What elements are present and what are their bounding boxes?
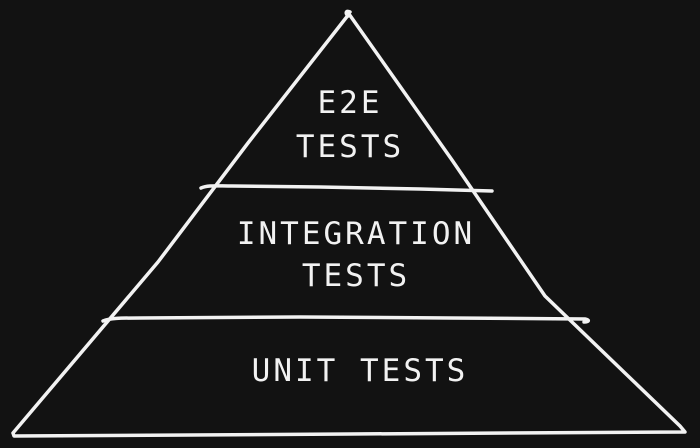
layer-integration-label-line-2: TESTS <box>302 258 410 294</box>
layer-unit-label-line-1: UNIT TESTS <box>252 353 469 389</box>
layer-divider-bottom <box>101 315 590 324</box>
pyramid-outline <box>11 9 687 438</box>
layer-divider-top <box>199 184 494 193</box>
layer-e2e-label-line-1: E2E <box>318 85 383 121</box>
layer-integration-label-line-1: INTEGRATION <box>237 216 475 252</box>
layer-e2e: E2E TESTS <box>296 85 404 165</box>
layer-integration: INTEGRATION TESTS <box>237 216 475 294</box>
layer-unit: UNIT TESTS <box>252 353 469 389</box>
layer-e2e-label-line-2: TESTS <box>296 129 404 165</box>
